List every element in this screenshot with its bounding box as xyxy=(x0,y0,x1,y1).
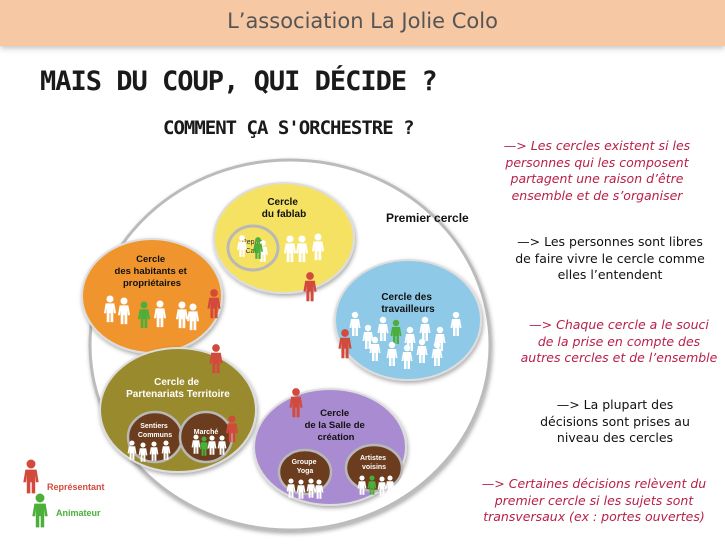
main-title: MAIS DU COUP, QUI DÉCIDE ? xyxy=(40,66,438,97)
legend-animateur: Animateur xyxy=(56,508,101,518)
cercle-groupe-yoga: Groupe Yoga xyxy=(277,448,333,496)
premier-cercle-label: Premier cercle xyxy=(386,211,469,225)
svg-text:Cercle des travailleurs: Cercle des travailleurs xyxy=(381,292,435,315)
note-5: —> Certaines décisions relèvent du premi… xyxy=(481,476,707,524)
sub-title: COMMENT ÇA S'ORCHESTRE ? xyxy=(163,117,415,139)
header-title: L’association La Jolie Colo xyxy=(227,9,498,33)
legend: Représentant Animateur xyxy=(23,459,105,528)
header-bar: L’association La Jolie Colo xyxy=(0,0,725,46)
cercle-partenariats: Cercle de Partenariats Territoire Sentie… xyxy=(99,347,257,473)
cercle-habitants: Cercle des habitants et propriétaires xyxy=(81,238,223,354)
note-1: —> Les cercles existent si les personnes… xyxy=(503,138,691,203)
svg-text:Cercle des habitants et: Cercle des habitants et propriétaires xyxy=(115,254,190,289)
cercle-marche: Marché xyxy=(178,410,234,464)
svg-text:Cercle de Partenariats T: Cercle de Partenariats Territoire xyxy=(126,377,230,400)
svg-text:Repair Café: Repair Café xyxy=(242,239,265,255)
note-2: —> Les personnes sont libres de faire vi… xyxy=(515,234,705,282)
svg-text:Artistes voisins: Artistes voisins xyxy=(360,455,388,471)
legend-representant-figure xyxy=(23,459,39,494)
note-3: —> Chaque cercle a le souci de la prise … xyxy=(520,317,718,365)
svg-text:Cercle du fablab: Cercle du fablab xyxy=(262,197,306,220)
cercle-repair-cafe: Repair Café xyxy=(226,224,280,272)
svg-text:Cercle de la Salle de: Cercle de la Salle de création xyxy=(305,408,368,443)
legend-animateur-figure xyxy=(32,493,48,528)
cercle-fablab: Cercle du fablab Repair Café xyxy=(213,182,355,294)
note-4: —> La plupart des décisions sont prises … xyxy=(540,397,690,445)
svg-text:Sentiers Communs: Sentiers Communs xyxy=(138,423,172,439)
svg-text:Groupe Yoga: Groupe Yoga xyxy=(292,459,319,475)
svg-text:Marché: Marché xyxy=(194,429,219,436)
legend-representant: Représentant xyxy=(47,482,105,492)
